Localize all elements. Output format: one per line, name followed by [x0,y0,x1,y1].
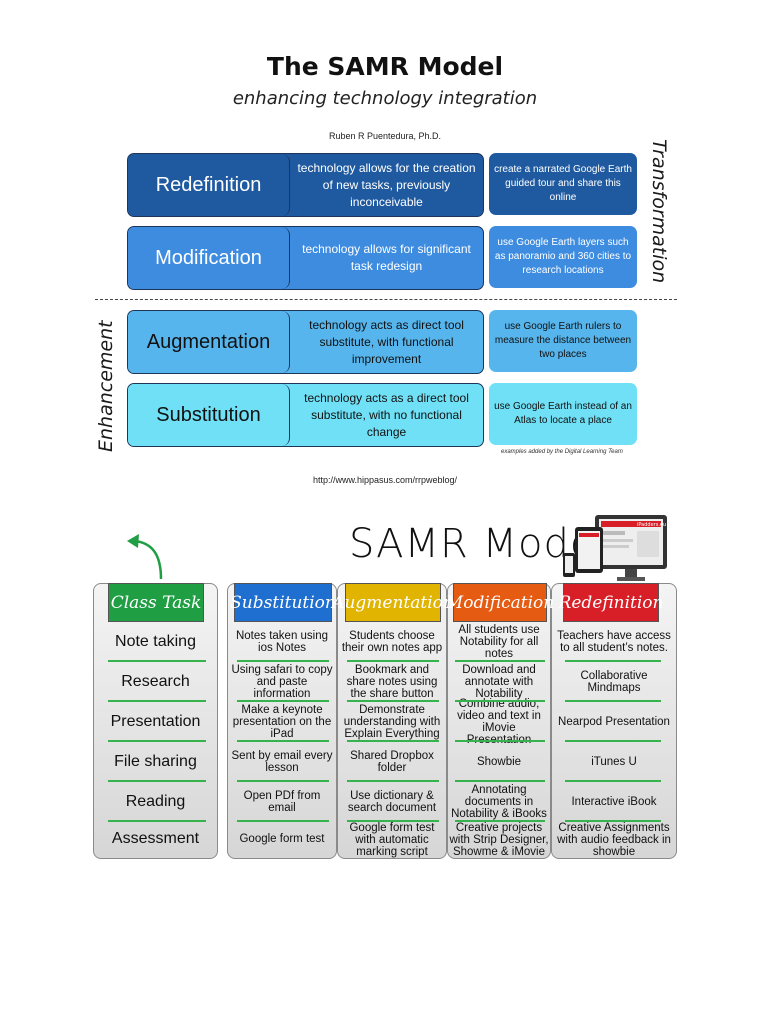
row-divider [455,700,545,702]
device-label: iPadders.eu [637,522,666,528]
row-divider [237,820,329,822]
level-name: Modification [128,227,290,289]
level-redefinition: Redefinition technology allows for the c… [127,153,484,217]
column-substitution [227,583,337,859]
row-divider [565,740,661,742]
diagram-subtitle: enhancing technology integration [232,88,538,109]
table-cell: All students use Notability for all note… [458,624,540,660]
table-cell: Interactive iBook [571,796,657,808]
row-divider [347,700,439,702]
table-cell: Demonstrate understanding with Explain E… [343,704,441,740]
table-cell: Students choose their own notes app [341,630,443,654]
samr-puentedura-diagram: The SAMR Model enhancing technology inte… [93,47,677,495]
row-divider [108,780,206,782]
level-augmentation: Augmentation technology acts as direct t… [127,310,484,374]
example-substitution: use Google Earth instead of an Atlas to … [489,383,637,445]
example-redefinition: create a narrated Google Earth guided to… [489,153,637,215]
table-cell: Use dictionary & search document [347,790,437,814]
level-description: technology acts as direct tool substitut… [309,317,464,366]
table-cell: Collaborative Mindmaps [580,670,648,694]
header-augmentation: Augmentation [332,583,454,622]
devices-icon: iPadders.eu [563,515,667,581]
row-divider [455,740,545,742]
row-divider [455,660,545,662]
table-cell: Note taking [115,633,196,650]
column-augmentation [337,583,447,859]
row-divider [347,820,439,822]
level-description: technology acts as a direct tool substit… [304,390,469,439]
example-augmentation: use Google Earth rulers to measure the d… [489,310,637,372]
level-substitution: Substitution technology acts as a direct… [127,383,484,447]
divider-line [95,299,677,300]
header-redefinition: Redefinition [559,583,664,622]
row-divider [108,700,206,702]
curved-arrow-icon [127,534,163,580]
table-cell: Showbie [476,756,522,768]
column-redefinition [551,583,677,859]
table-cell: Download and annotate with Notability [462,664,536,700]
table-cell: Research [121,673,190,690]
level-description: technology allows for significant task r… [302,242,471,273]
row-divider [455,780,545,782]
row-divider [347,660,439,662]
samr-ipad-table: SAMR Model iPadders.eu Class Task Substi… [93,507,677,863]
row-divider [237,740,329,742]
row-divider [347,780,439,782]
header-class-task: Class Task [108,583,204,622]
row-divider [237,780,329,782]
enhancement-label: Enhancement [95,320,117,452]
row-divider [237,700,329,702]
table-cell: Nearpod Presentation [558,716,670,728]
column-modification [447,583,551,859]
author: Ruben R Puentedura, Ph.D. [328,131,442,141]
table-cell: Google form test with automatic marking … [349,822,435,858]
table-cell: Notes taken using ios Notes [235,630,329,654]
row-divider [565,780,661,782]
table-cell: Make a keynote presentation on the iPad [232,704,332,740]
level-name: Substitution [128,384,290,446]
table-cell: Annotating documents in Notability & iBo… [451,784,547,820]
level-modification: Modification technology allows for signi… [127,226,484,290]
table-cell: Teachers have access to all student’s no… [557,630,671,654]
table-cell: Google form test [239,833,325,845]
table-cell: Presentation [110,713,201,730]
header-modification: Modification [446,583,554,622]
source-url: http://www.hippasus.com/rrpweblog/ [312,475,458,485]
table-cell: Open PDf from email [243,790,321,814]
level-name: Augmentation [128,311,290,373]
row-divider [565,700,661,702]
table-cell: Creative projects with Strip Designer, S… [449,822,549,858]
diagram-title: The SAMR Model [266,52,504,81]
level-description: technology allows for the creation of ne… [297,160,476,209]
example-modification: use Google Earth layers such as panorami… [489,226,637,288]
transformation-label: Transformation [648,139,670,284]
level-name: Redefinition [128,154,290,216]
table-cell: Using safari to copy and paste informati… [231,664,333,700]
row-divider [565,820,661,822]
table-cell: Bookmark and share notes using the share… [346,664,438,700]
header-substitution: Substitution [230,583,336,622]
table-cell: Sent by email every lesson [231,750,333,774]
table-cell: iTunes U [591,756,637,768]
examples-note: examples added by the Digital Learning T… [501,449,623,455]
table-cell: Reading [125,793,186,810]
row-divider [108,740,206,742]
table-cell: Creative Assignments with audio feedback… [557,822,671,858]
row-divider [108,660,206,662]
row-divider [347,740,439,742]
row-divider [237,660,329,662]
row-divider [565,660,661,662]
row-divider [108,820,206,822]
column-class-task [93,583,218,859]
table-cell: Combine audio, video and text in iMovie … [457,698,541,746]
table-cell: File sharing [114,753,197,770]
table-cell: Shared Dropbox folder [350,750,434,774]
table-cell: Assessment [111,830,200,847]
row-divider [455,820,545,822]
